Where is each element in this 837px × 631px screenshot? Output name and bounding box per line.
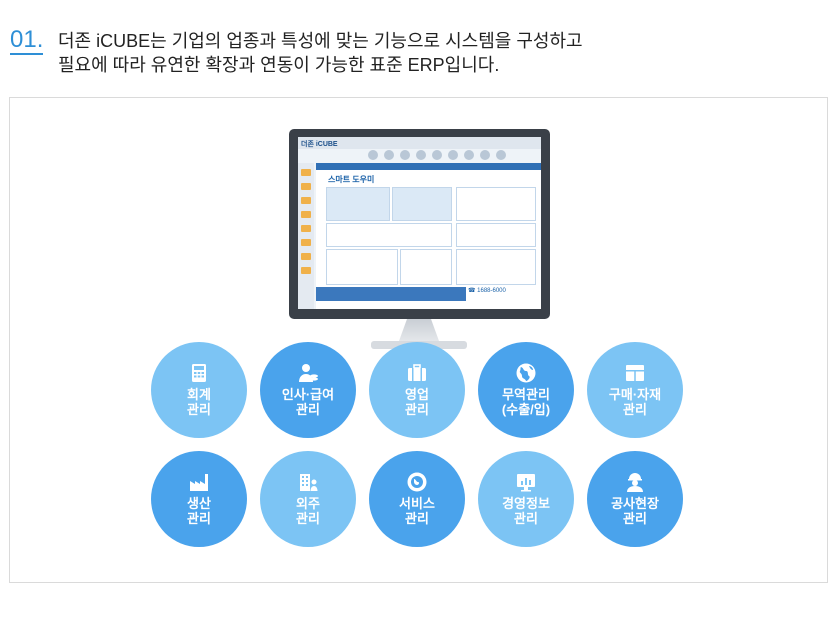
screen-bottom-nav: [316, 287, 466, 301]
screen-card: [456, 187, 536, 221]
globe-icon: [516, 363, 536, 383]
screen-card: [400, 249, 452, 285]
module-label: 회계 관리: [187, 387, 211, 417]
module-construction-site[interactable]: 공사현장 관리: [587, 451, 683, 547]
toolbar-icon: [448, 150, 458, 160]
toolbar-icon: [368, 150, 378, 160]
screen-title: 스마트 도우미: [328, 175, 375, 184]
heading-line-1: 더존 iCUBE는 기업의 업종과 특성에 맞는 기능으로 시스템을 구성하고: [58, 31, 583, 51]
module-label: 공사현장 관리: [611, 496, 659, 526]
content-panel: 더존 iCUBE 스마트 도우미: [9, 97, 828, 583]
factory-icon: [190, 474, 208, 491]
module-outsourcing[interactable]: 외주 관리: [260, 451, 356, 547]
screen-card: [456, 223, 536, 247]
briefcase-icon: [408, 364, 426, 381]
module-label: 서비스 관리: [399, 496, 435, 526]
monitor-chart-icon: [517, 474, 535, 492]
module-label: 생산 관리: [187, 496, 211, 526]
module-accounting[interactable]: 회계 관리: [151, 342, 247, 438]
screen-card: [326, 187, 390, 221]
module-service[interactable]: 서비스 관리: [369, 451, 465, 547]
module-management-info[interactable]: 경영정보 관리: [478, 451, 574, 547]
toolbar-icon: [464, 150, 474, 160]
toolbar-icon: [480, 150, 490, 160]
section-number: 01.: [10, 26, 44, 55]
screen-main: 스마트 도우미 ☎ 1688-6000: [316, 163, 541, 309]
module-label: 인사·급여 관리: [281, 387, 335, 417]
module-label: 무역관리 (수출/입): [501, 387, 551, 417]
module-label: 외주 관리: [296, 496, 320, 526]
module-label: 구매·자재 관리: [608, 387, 662, 417]
screen-card: [326, 249, 398, 285]
boxes-icon: [626, 365, 644, 381]
screen-tabbar: [316, 163, 541, 170]
screen-card: [392, 187, 452, 221]
module-label: 영업 관리: [405, 387, 429, 417]
screen-sidebar: [298, 163, 314, 309]
calculator-icon: [192, 364, 206, 382]
screen-phone: ☎ 1688-6000: [468, 287, 540, 301]
screen-card: [326, 223, 452, 247]
toolbar-icon: [400, 150, 410, 160]
screen-menubar: 더존 iCUBE: [298, 137, 541, 149]
worker-helmet-icon: [627, 473, 643, 492]
screen-logo: 더존 iCUBE: [301, 141, 338, 148]
toolbar-icon: [416, 150, 426, 160]
monitor-screen: 더존 iCUBE 스마트 도우미: [298, 137, 541, 309]
module-label: 경영정보 관리: [502, 496, 550, 526]
monitor-image: 더존 iCUBE 스마트 도우미: [289, 129, 550, 349]
screen-card: [456, 249, 536, 285]
toolbar-icon: [432, 150, 442, 160]
module-production[interactable]: 생산 관리: [151, 451, 247, 547]
toolbar-icon: [384, 150, 394, 160]
service-globe-icon: [407, 472, 427, 492]
monitor-neck: [399, 319, 439, 341]
module-hr-payroll[interactable]: 인사·급여 관리: [260, 342, 356, 438]
module-purchasing[interactable]: 구매·자재 관리: [587, 342, 683, 438]
person-coins-icon: [299, 364, 318, 382]
module-trade[interactable]: 무역관리 (수출/입): [478, 342, 574, 438]
module-sales[interactable]: 영업 관리: [369, 342, 465, 438]
toolbar-icon: [496, 150, 506, 160]
building-person-icon: [300, 474, 318, 491]
heading-line-2: 필요에 따라 유연한 확장과 연동이 가능한 표준 ERP입니다.: [58, 55, 500, 75]
